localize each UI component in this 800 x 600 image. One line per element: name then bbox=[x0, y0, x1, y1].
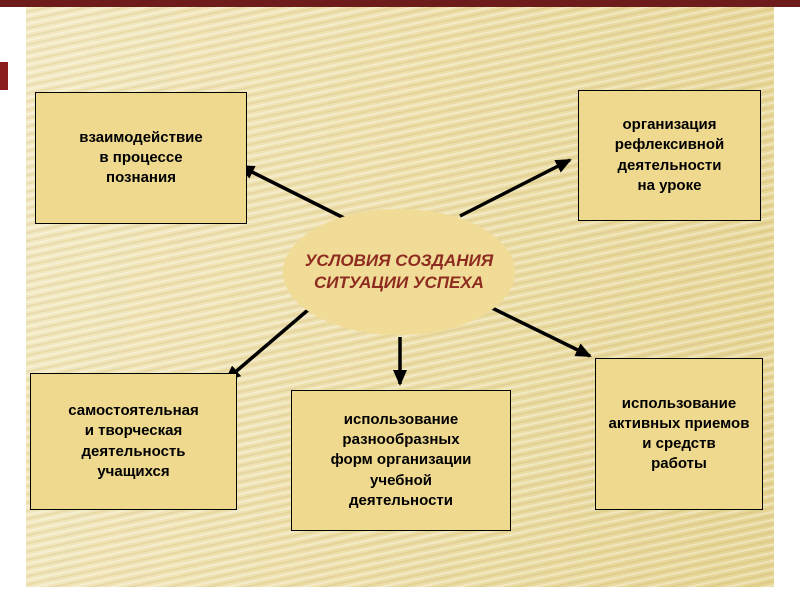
box-top-left: взаимодействие в процессе познания bbox=[35, 92, 247, 224]
left-accent-tab bbox=[0, 62, 8, 90]
box-top-right: организация рефлексивной деятельности на… bbox=[578, 90, 761, 221]
central-ellipse: УСЛОВИЯ СОЗДАНИЯ СИТУАЦИИ УСПЕХА bbox=[283, 209, 515, 335]
box-bottom-right: использование активных приемов и средств… bbox=[595, 358, 763, 510]
top-accent-bar bbox=[0, 0, 800, 7]
box-bottom-center: использование разнообразных форм организ… bbox=[291, 390, 511, 531]
box-bottom-left: самостоятельная и творческая деятельност… bbox=[30, 373, 237, 510]
